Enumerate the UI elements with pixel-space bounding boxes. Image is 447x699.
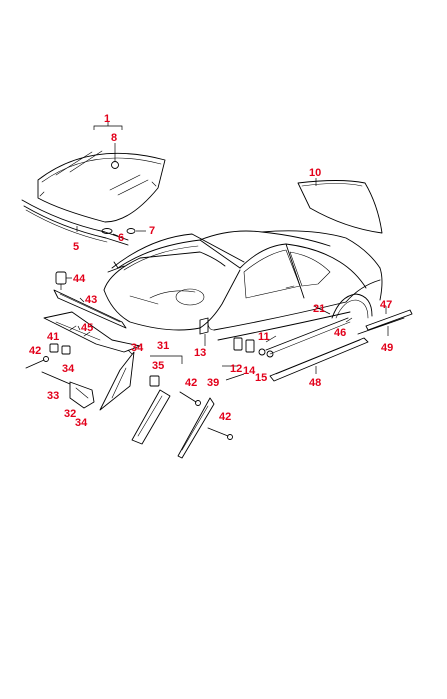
label-39: 39 [207, 377, 219, 389]
side-moulding-48 [269, 337, 369, 382]
leader-lines [66, 122, 389, 381]
label-43: 43 [85, 294, 97, 306]
label-42-right: 42 [219, 411, 231, 423]
label-45: 45 [81, 322, 93, 334]
label-32: 32 [64, 408, 76, 420]
label-10: 10 [309, 167, 321, 179]
label-42-left: 42 [29, 345, 41, 357]
label-47: 47 [380, 299, 392, 311]
fasteners [25, 317, 274, 440]
door-sill-trim-11 [265, 317, 351, 355]
label-35: 35 [152, 360, 164, 372]
label-1: 1 [104, 113, 110, 125]
label-11: 11 [258, 331, 270, 343]
label-49: 49 [381, 342, 393, 354]
windshield-seal-strip [21, 199, 129, 246]
a-pillar-cover-center [131, 389, 171, 445]
a-pillar-cover-right [177, 397, 215, 459]
water-deflector [43, 311, 141, 353]
label-42-center: 42 [185, 377, 197, 389]
a-pillar-trim-left [99, 351, 135, 411]
windshield-frame-trim [107, 233, 245, 273]
label-41: 41 [47, 331, 59, 343]
label-34-top: 34 [131, 342, 144, 354]
part-labels: 1 8 10 7 6 5 44 43 45 41 42 34 34 31 13 … [29, 113, 393, 429]
label-12: 12 [230, 363, 242, 375]
label-34-mid: 34 [62, 363, 75, 375]
label-14: 14 [243, 365, 256, 377]
rear-window-glass [297, 180, 383, 234]
label-8: 8 [111, 132, 117, 144]
label-46: 46 [334, 327, 346, 339]
label-6: 6 [118, 232, 124, 244]
label-5: 5 [73, 241, 79, 253]
mounting-clips [101, 228, 146, 234]
label-34-bottom: 34 [75, 417, 88, 429]
label-48: 48 [309, 377, 321, 389]
label-13: 13 [194, 347, 206, 359]
label-15: 15 [255, 372, 267, 384]
label-31: 31 [157, 340, 169, 352]
car-body [103, 230, 383, 341]
side-moulding-47-49 [357, 309, 413, 335]
label-7: 7 [149, 225, 155, 237]
label-33: 33 [47, 390, 59, 402]
label-21: 21 [313, 303, 325, 315]
label-44: 44 [73, 273, 86, 285]
windshield-glass [37, 150, 166, 223]
